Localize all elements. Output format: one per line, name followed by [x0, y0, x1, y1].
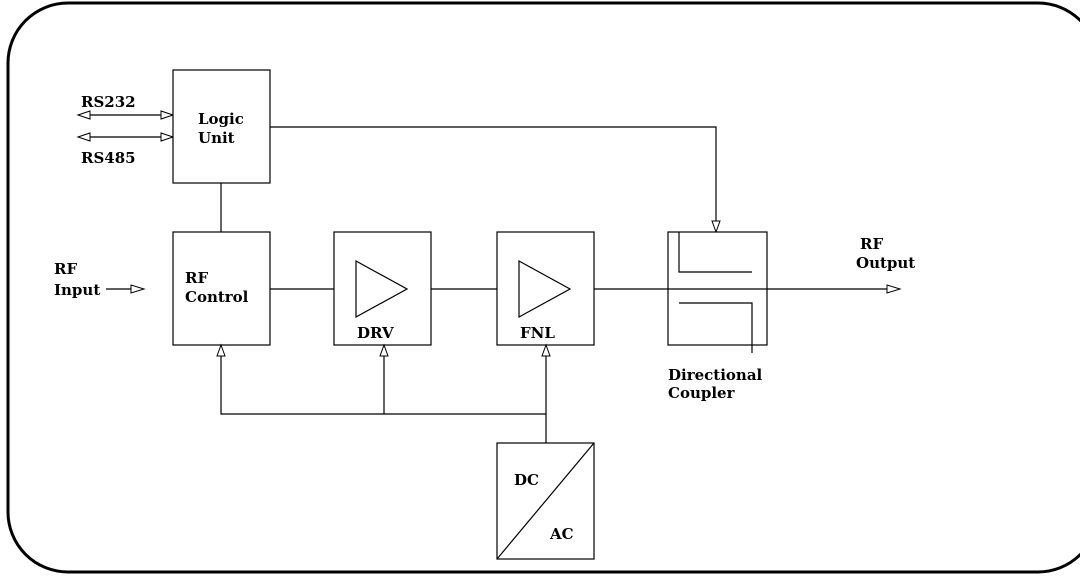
- rf-output-arrow: [668, 284, 902, 294]
- rf-control-label-line1: RF: [185, 269, 208, 287]
- rf-input-arrow: [106, 284, 146, 294]
- logic-to-coupler-line: [270, 126, 721, 234]
- converter-diagonal: [496, 442, 595, 560]
- rf-output-label-line1: RF: [860, 235, 883, 253]
- fnl-label: FNL: [520, 324, 555, 342]
- logic-unit-label-line2: Unit: [198, 129, 235, 147]
- rf-output-label-line2: Output: [856, 254, 915, 272]
- coupler-label-line2: Coupler: [668, 384, 736, 402]
- drv-amplifier-symbol: [355, 259, 409, 319]
- rs485-link: [76, 132, 175, 142]
- rf-control-label-line2: Control: [185, 288, 249, 306]
- logic-unit-label-line1: Logic: [198, 110, 244, 128]
- rf-control-block: [172, 231, 271, 346]
- power-bus: [216, 343, 551, 443]
- drv-label: DRV: [357, 324, 394, 342]
- rf-input-label-line2: Input: [54, 281, 100, 299]
- fnl-block: [496, 231, 595, 346]
- ac-label: AC: [549, 525, 574, 543]
- coupler-upper-line: [678, 232, 752, 273]
- fnl-amplifier-symbol: [518, 259, 572, 319]
- drv-block: [333, 231, 432, 346]
- coupler-label-line1: Directional: [668, 366, 763, 384]
- dc-label: DC: [514, 471, 539, 489]
- rs232-label: RS232: [81, 93, 136, 111]
- logic-unit-block: [172, 69, 271, 184]
- rf-input-label-line1: RF: [54, 260, 77, 278]
- rs485-label: RS485: [81, 149, 136, 167]
- coupler-lower-line: [679, 302, 753, 353]
- rs232-link: [76, 110, 175, 120]
